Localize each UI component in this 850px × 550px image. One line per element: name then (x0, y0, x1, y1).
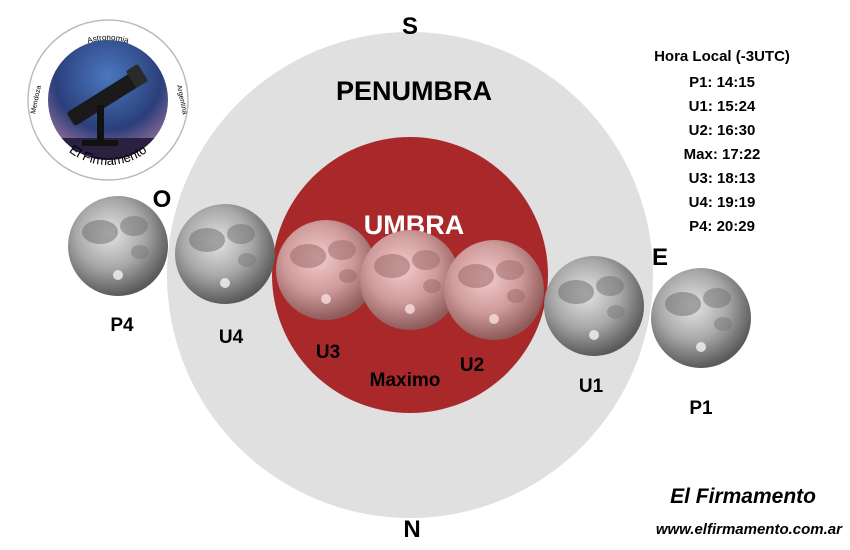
time-entry-u2: U2: 16:30 (688, 122, 756, 139)
footer-brand: El Firmamento (670, 485, 816, 508)
time-entry-max: Max: 17:22 (683, 146, 761, 163)
time-entry-u1: U1: 15:24 (688, 98, 756, 115)
moon-label-p1: P1 (689, 398, 713, 419)
moon-u1 (544, 256, 644, 356)
logo: Astronomia Mendoza Argentina El Firmamen… (27, 19, 189, 181)
time-entry-u3: U3: 18:13 (688, 170, 756, 187)
moon-label-u1: U1 (579, 376, 604, 397)
time-entry-p4: P4: 20:29 (689, 218, 755, 235)
penumbra-label: PENUMBRA (336, 76, 492, 106)
direction-west: O (153, 186, 172, 213)
times-header: Hora Local (-3UTC) (654, 48, 790, 65)
moon-label-u2: U2 (460, 355, 484, 376)
times-panel: Hora Local (-3UTC) P1: 14:15 U1: 15:24 U… (622, 45, 822, 239)
time-entry-u4: U4: 19:19 (688, 194, 756, 211)
moon-u4 (175, 204, 275, 304)
direction-east: E (652, 244, 668, 271)
logo-text-top-path: Astronomia (86, 33, 130, 45)
logo-text-top: Astronomia (86, 33, 130, 45)
moon-label-maximo: Maximo (370, 370, 441, 391)
moon-label-p4: P4 (110, 315, 134, 336)
telescope-icon (67, 64, 148, 146)
footer-url: www.elfirmamento.com.ar (655, 521, 842, 538)
direction-north: N (403, 516, 420, 543)
time-entry-p1: P1: 14:15 (689, 74, 755, 91)
moon-label-u3: U3 (316, 342, 340, 363)
moon-p4 (68, 196, 168, 296)
moon-u2 (444, 240, 544, 340)
moon-maximo (360, 230, 460, 330)
direction-south: S (402, 13, 418, 40)
moon-label-u4: U4 (219, 327, 244, 348)
moon-u3 (276, 220, 376, 320)
moon-p1 (651, 268, 751, 368)
